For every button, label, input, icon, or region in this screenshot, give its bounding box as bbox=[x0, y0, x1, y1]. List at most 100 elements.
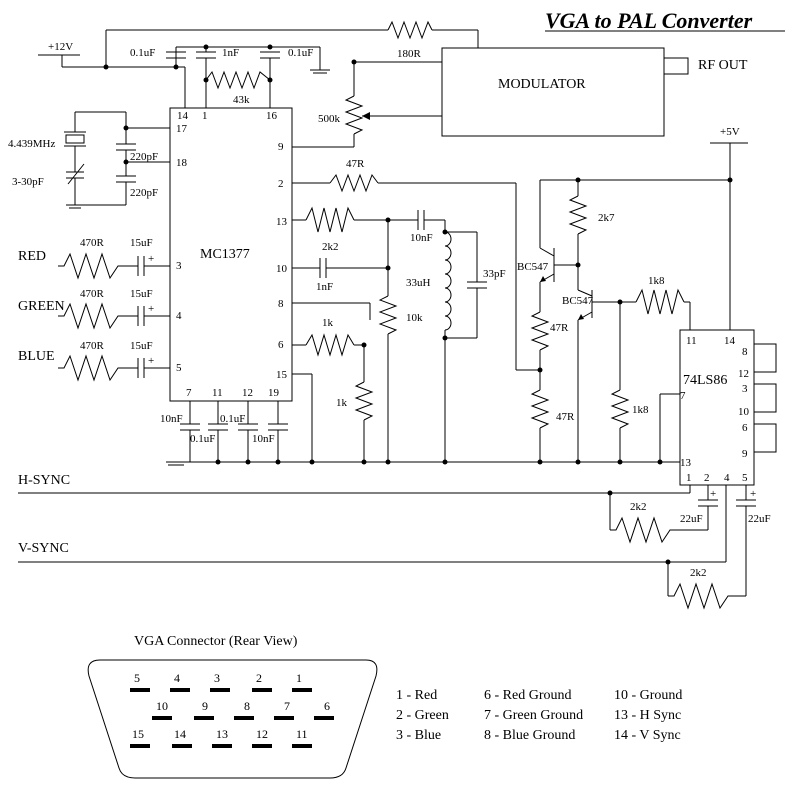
r43k-label: 43k bbox=[233, 94, 250, 106]
r470a-label: 470R bbox=[80, 237, 105, 249]
c220b-label: 220pF bbox=[130, 187, 158, 199]
r2k2b-label: 2k2 bbox=[630, 501, 647, 513]
resistor-47r-a bbox=[329, 173, 379, 193]
vga-pin-13: 13 bbox=[216, 727, 228, 741]
mc-pin-19: 19 bbox=[268, 387, 280, 399]
ls-pin-5: 5 bbox=[742, 472, 748, 484]
r1kb-label: 1k bbox=[336, 397, 348, 409]
resistor-1k8-b bbox=[610, 389, 630, 429]
c-top3-label: 0.1uF bbox=[288, 47, 313, 59]
pot-label: 500k bbox=[318, 113, 341, 125]
c15c-plus: + bbox=[148, 355, 154, 367]
ls-pin-8: 8 bbox=[742, 346, 748, 358]
resistor-1k-a bbox=[305, 333, 355, 357]
r1ka-label: 1k bbox=[322, 317, 334, 329]
legend-14: 14 - V Sync bbox=[614, 728, 681, 743]
resistor-2k2-b bbox=[610, 516, 708, 544]
r2k2a-label: 2k2 bbox=[322, 241, 339, 253]
l33uh-label: 33uH bbox=[406, 277, 431, 289]
vga-pin-5: 5 bbox=[134, 671, 140, 685]
c01ufd-label: 0.1uF bbox=[220, 413, 245, 425]
mc-pin-18: 18 bbox=[176, 157, 188, 169]
mc1377-chip bbox=[169, 107, 293, 402]
legend-6: 6 - Red Ground bbox=[484, 688, 572, 703]
vga-pin-7: 7 bbox=[284, 699, 290, 713]
mc-pin-1: 1 bbox=[202, 110, 208, 122]
mc-pin-2: 2 bbox=[278, 178, 284, 190]
v12-label: +12V bbox=[48, 41, 73, 53]
r47c-label: 47R bbox=[556, 411, 575, 423]
resistor-180r bbox=[387, 20, 433, 40]
resistor-470r-blue bbox=[58, 354, 138, 382]
mc-pin-11: 11 bbox=[212, 387, 223, 399]
mc-pin-14: 14 bbox=[177, 110, 189, 122]
vga-pin-1: 1 bbox=[296, 671, 302, 685]
vga-pin-6: 6 bbox=[324, 699, 330, 713]
r1k8a-label: 1k8 bbox=[648, 275, 665, 287]
ls-pin-1: 1 bbox=[686, 472, 692, 484]
ls-pin-11: 11 bbox=[686, 335, 697, 347]
ls-pin-10: 10 bbox=[738, 406, 750, 418]
mc-pin-9: 9 bbox=[278, 141, 284, 153]
resistor-2k2-c bbox=[668, 582, 746, 610]
legend-3: 3 - Blue bbox=[396, 728, 441, 743]
legend-13: 13 - H Sync bbox=[614, 708, 681, 723]
ls-pin-3: 3 bbox=[742, 383, 748, 395]
c10nfa-label: 10nF bbox=[410, 232, 433, 244]
c10nfb-label: 10nF bbox=[160, 413, 183, 425]
r47b-label: 47R bbox=[550, 322, 569, 334]
crystal bbox=[65, 134, 85, 144]
modulator-label: MODULATOR bbox=[498, 77, 586, 92]
pot-500k bbox=[344, 95, 364, 135]
mc-pin-12: 12 bbox=[242, 387, 253, 399]
vga-pin-4: 4 bbox=[174, 671, 180, 685]
legend-10: 10 - Ground bbox=[614, 688, 682, 703]
input-red: RED bbox=[18, 249, 46, 264]
r1k8b-label: 1k8 bbox=[632, 404, 649, 416]
legend-8: 8 - Blue Ground bbox=[484, 728, 575, 743]
resistor-47r-b bbox=[530, 311, 550, 351]
resistor-43k bbox=[205, 70, 271, 90]
mc-pin-15: 15 bbox=[276, 369, 288, 381]
r2k7-label: 2k7 bbox=[598, 212, 615, 224]
c15c-label: 15uF bbox=[130, 340, 153, 352]
resistor-10k bbox=[378, 295, 398, 335]
mc-pin-16: 16 bbox=[266, 110, 278, 122]
r470c-label: 470R bbox=[80, 340, 105, 352]
mc-pin-17: 17 bbox=[176, 123, 188, 135]
ls-pin-6: 6 bbox=[742, 422, 748, 434]
vga-pin-14: 14 bbox=[174, 727, 186, 741]
rf-out-connector bbox=[663, 57, 689, 75]
r470b-label: 470R bbox=[80, 288, 105, 300]
vga-pin-12: 12 bbox=[256, 727, 268, 741]
c15a-label: 15uF bbox=[130, 237, 153, 249]
legend-1: 1 - Red bbox=[396, 688, 437, 703]
c1nfb-label: 1nF bbox=[316, 281, 333, 293]
c10nfc-label: 10nF bbox=[252, 433, 275, 445]
vga-connector-shell bbox=[87, 659, 378, 779]
r10k-label: 10k bbox=[406, 312, 423, 324]
c22a-label: 22uF bbox=[680, 513, 703, 525]
trim-label: 3-30pF bbox=[12, 176, 44, 188]
vga-caption: VGA Connector (Rear View) bbox=[134, 634, 298, 649]
r47a-label: 47R bbox=[346, 158, 365, 170]
vga-pin-3: 3 bbox=[214, 671, 220, 685]
resistor-1k-b bbox=[354, 381, 374, 421]
mc-pin-6: 6 bbox=[278, 339, 284, 351]
c15b-plus: + bbox=[148, 303, 154, 315]
resistor-2k2-a bbox=[305, 206, 355, 233]
diagram-title: VGA to PAL Converter bbox=[545, 8, 753, 33]
c-top1-label: 0.1uF bbox=[130, 47, 155, 59]
r2k2c-label: 2k2 bbox=[690, 567, 707, 579]
vga-pin-2: 2 bbox=[256, 671, 262, 685]
mc-pin-8: 8 bbox=[278, 298, 284, 310]
ls-pin-4: 4 bbox=[724, 472, 730, 484]
ls-pin-9: 9 bbox=[742, 448, 748, 460]
rf-out-label: RF OUT bbox=[698, 58, 748, 73]
ls-pin-12: 12 bbox=[738, 368, 749, 380]
c33pf-label: 33pF bbox=[483, 268, 506, 280]
input-vsync: V-SYNC bbox=[18, 541, 69, 556]
mc-pin-4: 4 bbox=[176, 310, 182, 322]
